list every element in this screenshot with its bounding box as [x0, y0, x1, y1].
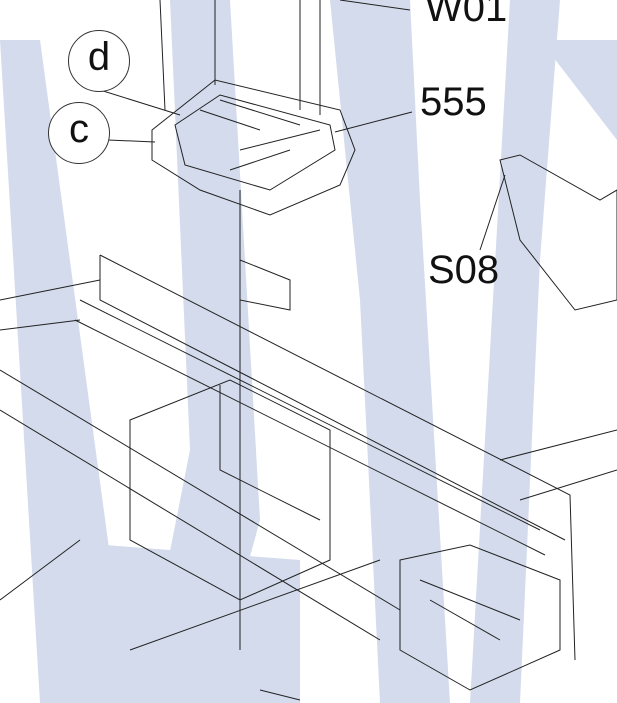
callout-w01: W01 [425, 0, 508, 30]
callout-555: 555 [420, 80, 487, 124]
callout-s08: S08 [428, 248, 500, 292]
callout-c: c [48, 102, 110, 164]
callout-d: d [68, 30, 130, 92]
